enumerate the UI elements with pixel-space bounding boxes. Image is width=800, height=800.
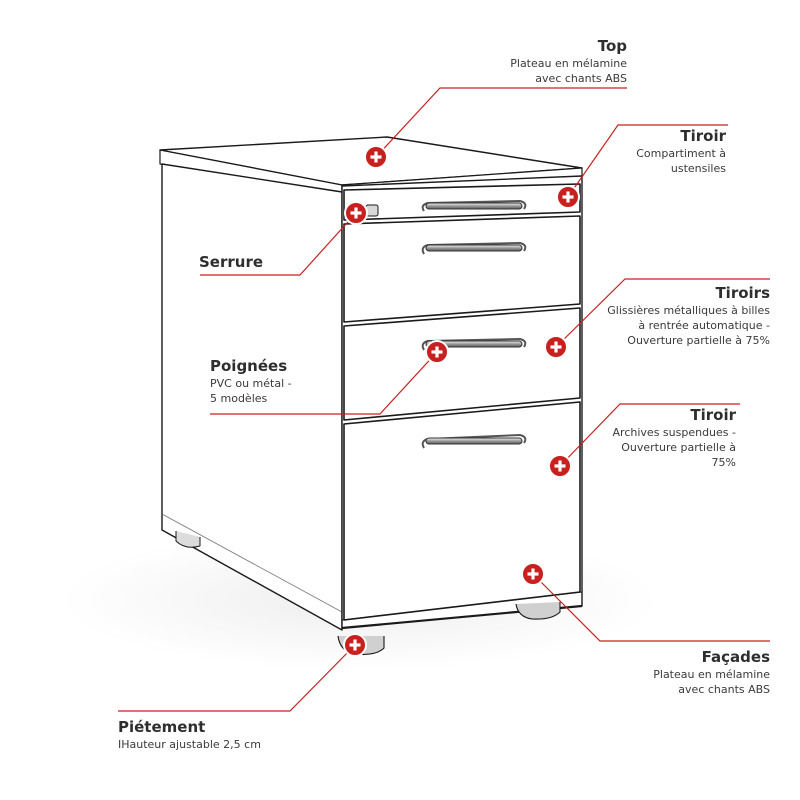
- label-pietement-desc: IHauteur ajustable 2,5 cm: [118, 738, 261, 751]
- drawer-archive: [343, 401, 581, 621]
- callout-line-poignees: [210, 351, 438, 415]
- label-top-desc: Plateau en mélamine avec chants ABS: [510, 57, 627, 85]
- label-tiroirs-desc: Glissières métalliques à billes à rentré…: [607, 304, 770, 347]
- plus-circle-icon[interactable]: [521, 562, 545, 586]
- plus-circle-icon[interactable]: [556, 185, 580, 209]
- handles: [421, 199, 527, 449]
- label-tiroir-ustensiles: Tiroir Compartiment à ustensiles: [636, 127, 726, 176]
- label-tiroirs: Tiroirs Glissières métalliques à billes …: [607, 284, 770, 348]
- callout-line-tiroirs: [555, 278, 770, 348]
- handle-4: [421, 433, 527, 449]
- label-serrure: Serrure: [199, 253, 263, 272]
- label-tiroir-ustensiles-desc: Compartiment à ustensiles: [636, 147, 726, 175]
- handle-3: [421, 337, 527, 351]
- label-pietement-title: Piétement: [118, 718, 206, 736]
- label-facades-desc: Plateau en mélamine avec chants ABS: [653, 668, 770, 696]
- label-tiroir-archives-desc: Archives suspendues - Ouverture partiell…: [612, 426, 736, 469]
- label-tiroir-archives-title: Tiroir: [690, 406, 736, 424]
- callout-line-facades: [532, 573, 770, 642]
- label-facades-title: Façades: [701, 648, 770, 666]
- handle-2: [421, 241, 527, 255]
- callout-line-serrure: [200, 212, 357, 276]
- plus-circle-icon[interactable]: [548, 454, 572, 478]
- label-top: Top Plateau en mélamine avec chants ABS: [510, 37, 627, 86]
- plus-circle-icon[interactable]: [344, 201, 368, 225]
- plus-circle-icon[interactable]: [343, 633, 367, 657]
- callout-line-top: [375, 87, 627, 158]
- label-tiroir-archives: Tiroir Archives suspendues - Ouverture p…: [613, 406, 736, 470]
- drawer-2: [343, 215, 581, 323]
- callout-line-tiroir-archives: [559, 403, 740, 467]
- label-tiroirs-title: Tiroirs: [715, 284, 770, 302]
- label-pietement: Piétement IHauteur ajustable 2,5 cm: [118, 718, 261, 752]
- foot-left: [175, 531, 201, 548]
- label-facades: Façades Plateau en mélamine avec chants …: [653, 648, 770, 697]
- foot-front-right: [515, 602, 561, 620]
- handle-1: [421, 199, 527, 212]
- label-poignees-desc: PVC ou métal - 5 modèles: [210, 377, 292, 405]
- side-panel: [161, 163, 343, 631]
- callout-lines: [118, 87, 770, 712]
- plus-circle-icon[interactable]: [364, 145, 388, 169]
- label-top-title: Top: [597, 37, 627, 55]
- drawer-3: [343, 307, 581, 421]
- markers: [343, 145, 580, 657]
- label-tiroir-ustensiles-title: Tiroir: [680, 127, 726, 145]
- label-poignees: Poignées PVC ou métal - 5 modèles: [210, 357, 292, 406]
- label-serrure-title: Serrure: [199, 253, 264, 271]
- plus-circle-icon[interactable]: [544, 335, 568, 359]
- callout-line-pietement: [118, 644, 356, 712]
- callout-line-tiroir-ustensiles: [567, 124, 728, 198]
- plus-circle-icon[interactable]: [425, 340, 449, 364]
- label-poignees-title: Poignées: [210, 357, 288, 375]
